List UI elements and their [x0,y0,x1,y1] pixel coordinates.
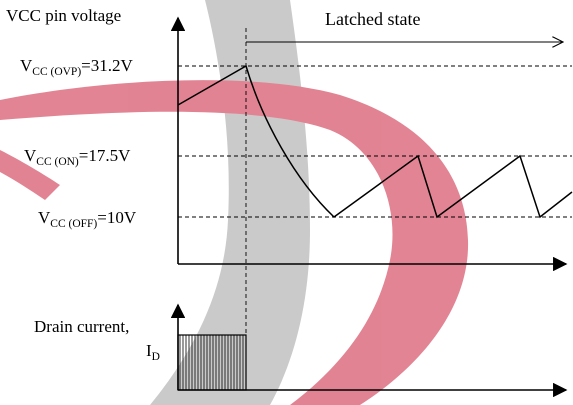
drain-current-symbol: ID [146,341,160,363]
watermark-red-shape [0,80,469,405]
level-rest: =10V [97,208,137,227]
level-rest: =17.5V [79,146,131,165]
vcc-waveform [177,64,573,219]
level-rest: =31.2V [81,56,133,75]
level-main: V [38,208,51,227]
symbol-sub: D [152,351,160,363]
drain-current-pulses [177,334,247,391]
watermark-logo [0,0,469,405]
drain-current-label: Drain current, [34,317,129,336]
pulse-envelope [177,334,247,391]
symbol-main: I [146,341,152,360]
off-level-label: VCC (OFF)=10V [38,208,137,230]
level-sub: CC (ON) [36,156,79,168]
reference-lines [178,28,572,385]
on-level-label: VCC (ON)=17.5V [24,146,131,168]
level-sub: CC (OVP) [32,66,81,78]
y-axis-label: VCC pin voltage [6,6,121,25]
ovp-level-label: VCC (OVP)=31.2V [20,56,134,78]
watermark-red-left [0,150,60,200]
level-sub: CC (OFF) [50,218,97,230]
level-main: V [24,146,37,165]
watermark-gray-band [150,0,310,405]
latched-state-label: Latched state [325,9,420,29]
level-main: V [20,56,33,75]
